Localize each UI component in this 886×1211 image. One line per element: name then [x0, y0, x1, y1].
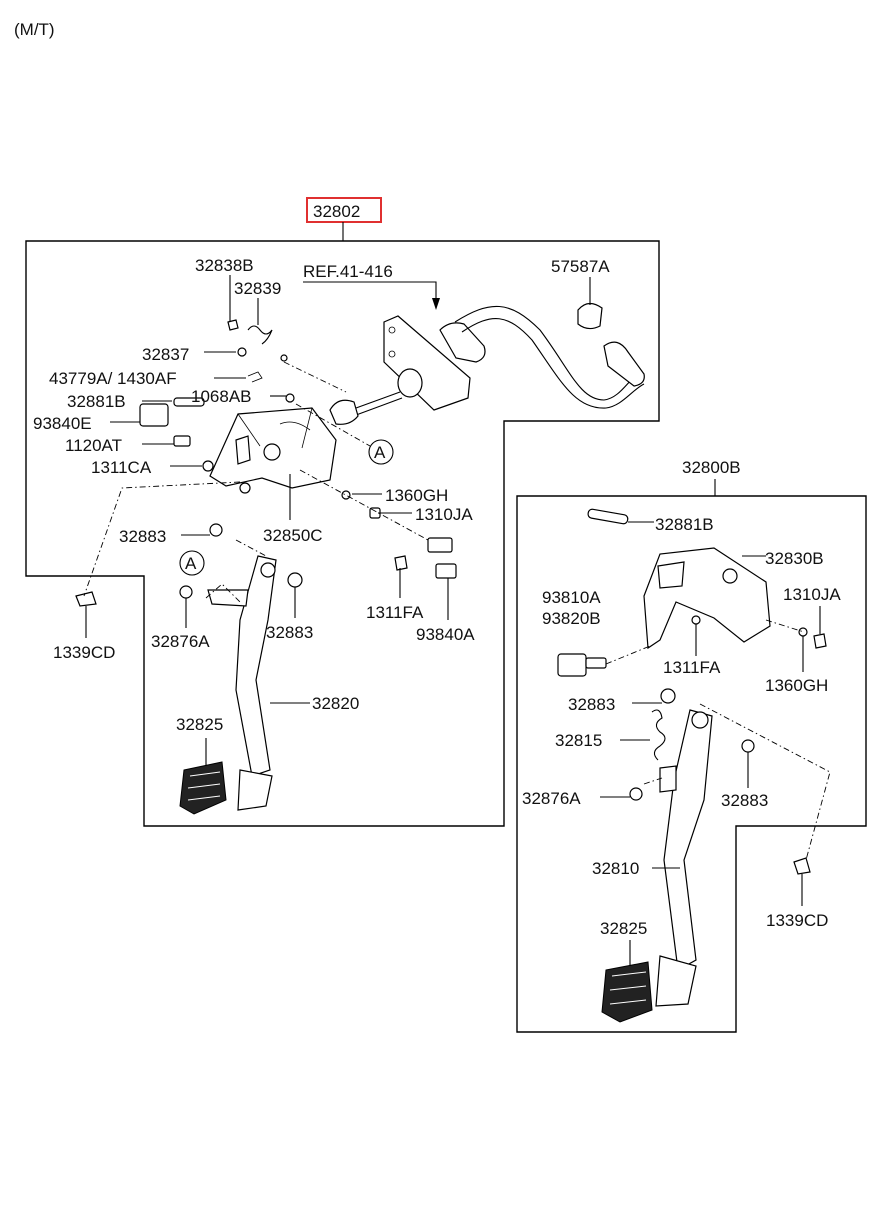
left-assembly-title[interactable]: 32802 — [313, 202, 360, 221]
part-label-32825[interactable]: 32825 — [600, 919, 647, 938]
part-label-1310ja[interactable]: 1310JA — [415, 505, 473, 524]
part-label-ref-41-416[interactable]: REF.41-416 — [303, 262, 393, 281]
part-label-32839[interactable]: 32839 — [234, 279, 281, 298]
part-label-93810a[interactable]: 93810A — [542, 588, 601, 607]
right-assembly-frame — [516, 495, 867, 1033]
part-label-32881b[interactable]: 32881B — [67, 392, 126, 411]
ref-a-markers: A A — [179, 439, 394, 576]
part-label-32837[interactable]: 32837 — [142, 345, 189, 364]
part-label-32850c[interactable]: 32850C — [263, 526, 323, 545]
part-label-1339cd[interactable]: 1339CD — [53, 643, 115, 662]
part-label-93820b[interactable]: 93820B — [542, 609, 601, 628]
part-label-1311ca[interactable]: 1311CA — [91, 458, 152, 477]
part-label-1360gh[interactable]: 1360GH — [385, 486, 448, 505]
part-label-43779a-1430af[interactable]: 43779A/ 1430AF — [49, 369, 177, 388]
part-label-32810[interactable]: 32810 — [592, 859, 639, 878]
part-label-1068ab[interactable]: 1068AB — [191, 387, 252, 406]
part-label-93840e[interactable]: 93840E — [33, 414, 92, 433]
part-label-32838b[interactable]: 32838B — [195, 256, 254, 275]
part-label-1310ja[interactable]: 1310JA — [783, 585, 841, 604]
left-hardware-drawing — [75, 319, 457, 607]
left-assembly-frame — [25, 240, 660, 827]
left-dash-lines — [83, 361, 429, 605]
part-label-1360gh[interactable]: 1360GH — [765, 676, 828, 695]
part-label-57587a[interactable]: 57587A — [551, 257, 610, 276]
part-label-1120at[interactable]: 1120AT — [65, 436, 122, 455]
part-label-32883[interactable]: 32883 — [119, 527, 166, 546]
part-label-1311fa[interactable]: 1311FA — [663, 658, 721, 677]
part-label-32815[interactable]: 32815 — [555, 731, 602, 750]
part-label-1339cd[interactable]: 1339CD — [766, 911, 828, 930]
right-assembly-title[interactable]: 32800B — [682, 458, 741, 477]
variant-label: (M/T) — [14, 20, 55, 39]
part-label-93840a[interactable]: 93840A — [416, 625, 475, 644]
clutch-pedal-drawing — [179, 555, 277, 815]
part-label-32820[interactable]: 32820 — [312, 694, 359, 713]
highlighted-part-box — [306, 197, 382, 223]
master-cylinder-drawing — [329, 302, 645, 425]
right-assembly: 32800B — [516, 458, 867, 1033]
part-label-32876a[interactable]: 32876A — [151, 632, 210, 651]
ref-a-marker: A — [374, 443, 386, 462]
left-leader-lines — [85, 275, 591, 766]
part-label-32876a[interactable]: 32876A — [522, 789, 581, 808]
part-label-32830b[interactable]: 32830B — [765, 549, 824, 568]
part-label-32883[interactable]: 32883 — [266, 623, 313, 642]
part-label-32881b[interactable]: 32881B — [655, 515, 714, 534]
left-assembly: 32802 — [25, 197, 660, 827]
part-label-32825[interactable]: 32825 — [176, 715, 223, 734]
ref-a-marker: A — [185, 554, 197, 573]
part-label-32883[interactable]: 32883 — [721, 791, 768, 810]
right-leader-lines — [600, 521, 821, 966]
pedal-bracket-drawing — [209, 407, 337, 489]
brake-pedal-drawing — [601, 688, 811, 1023]
part-label-1311fa[interactable]: 1311FA — [366, 603, 424, 622]
right-dash-lines — [605, 619, 831, 861]
right-bracket-drawing — [557, 508, 827, 677]
part-label-32883[interactable]: 32883 — [568, 695, 615, 714]
